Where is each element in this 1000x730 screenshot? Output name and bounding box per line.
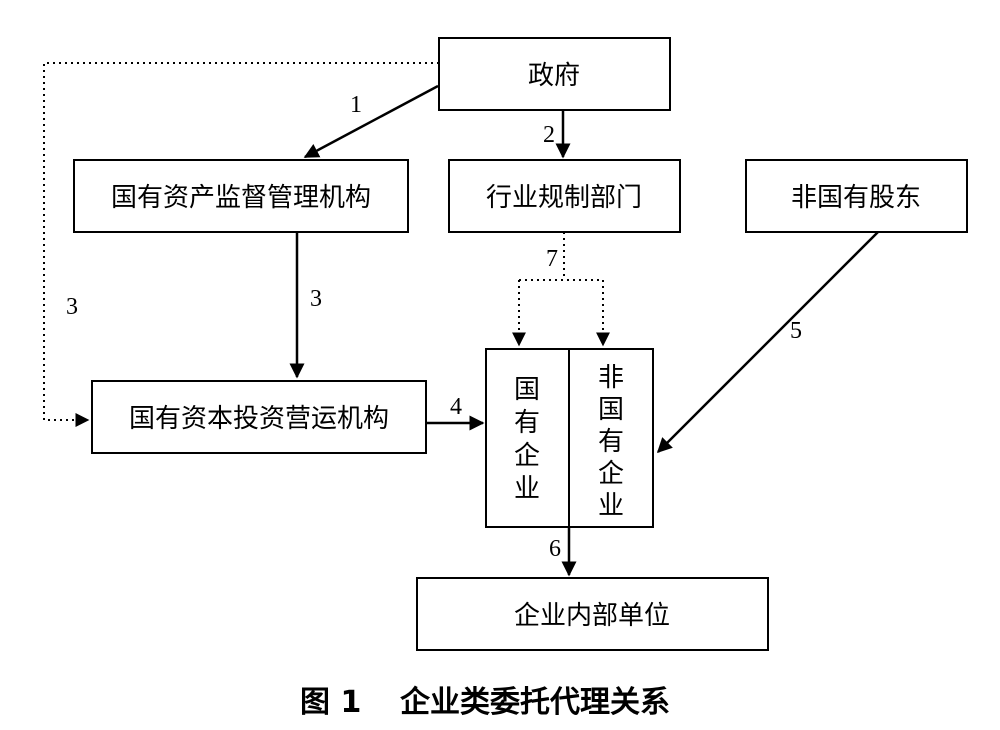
state-capital-operator-label: 国有资本投资营运机构 bbox=[129, 404, 389, 434]
figure-caption: 图 1 企业类委托代理关系 bbox=[300, 685, 670, 720]
government-node: 政府 bbox=[438, 37, 671, 111]
non-state-enterprise-char: 国 bbox=[598, 395, 624, 425]
figure-number: 图 1 bbox=[300, 685, 361, 720]
edge-1-arrow bbox=[303, 84, 439, 159]
state-enterprise-char: 国 bbox=[514, 375, 540, 405]
state-enterprise-char: 企 bbox=[514, 441, 540, 471]
state-enterprise-char: 有 bbox=[514, 408, 540, 438]
edge-7-label: 7 bbox=[546, 246, 558, 272]
edge-6-label: 6 bbox=[549, 536, 561, 562]
edge-3-dotted-arrow bbox=[43, 62, 439, 427]
state-enterprise-char: 业 bbox=[514, 474, 540, 504]
edge-3-solid-label: 3 bbox=[310, 286, 322, 312]
non-state-enterprise-char: 非 bbox=[598, 363, 624, 393]
internal-units-label: 企业内部单位 bbox=[514, 601, 670, 631]
edge-3-dotted-label: 3 bbox=[66, 294, 78, 320]
sasac-node: 国有资产监督管理机构 bbox=[73, 159, 409, 233]
edge-1-label: 1 bbox=[350, 92, 362, 118]
edge-5-arrow bbox=[656, 231, 879, 454]
non-state-enterprise-char: 业 bbox=[598, 491, 624, 521]
regulator-label: 行业规制部门 bbox=[486, 183, 642, 213]
non-state-shareholders-label: 非国有股东 bbox=[791, 183, 921, 213]
regulator-node: 行业规制部门 bbox=[448, 159, 681, 233]
figure-title: 企业类委托代理关系 bbox=[400, 685, 670, 720]
non-state-enterprise-char: 有 bbox=[598, 427, 624, 457]
edge-2-label: 2 bbox=[543, 122, 555, 148]
non-state-enterprise-node: 非 国 有 企 业 bbox=[568, 348, 654, 528]
non-state-shareholders-node: 非国有股东 bbox=[745, 159, 968, 233]
sasac-label: 国有资产监督管理机构 bbox=[111, 183, 371, 213]
government-label: 政府 bbox=[528, 61, 580, 91]
internal-units-node: 企业内部单位 bbox=[416, 577, 769, 651]
edge-5-label: 5 bbox=[790, 318, 802, 344]
non-state-enterprise-char: 企 bbox=[598, 459, 624, 489]
state-enterprise-node: 国 有 企 业 bbox=[485, 348, 570, 528]
state-capital-operator-node: 国有资本投资营运机构 bbox=[91, 380, 427, 454]
edge-4-label: 4 bbox=[450, 394, 462, 420]
